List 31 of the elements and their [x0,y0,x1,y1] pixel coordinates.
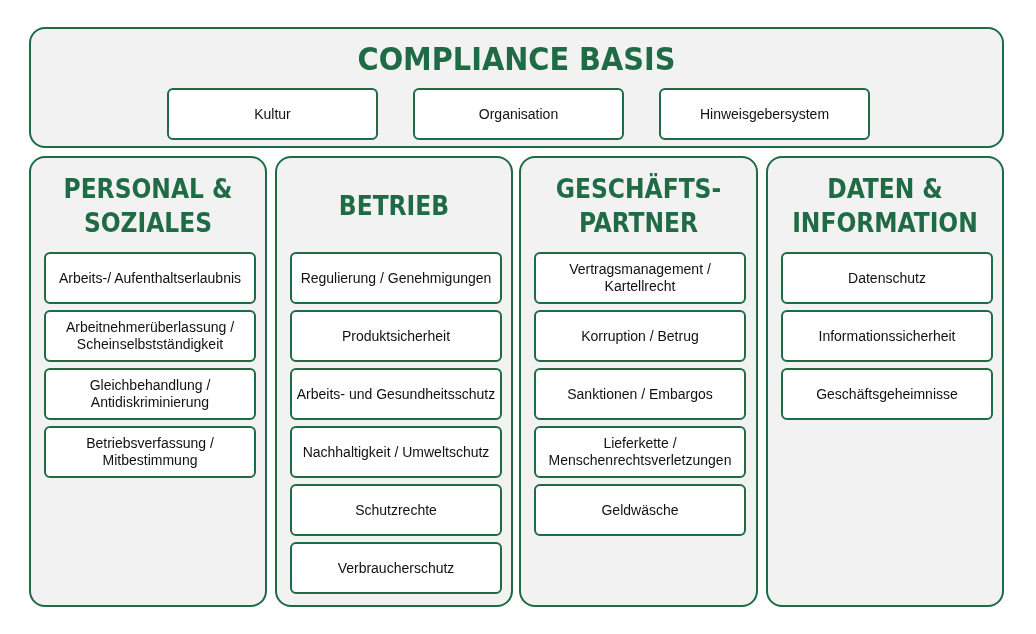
topic-box: Sanktionen / Embargos [534,368,746,420]
topic-box: Vertragsmanagement / Kartellrecht [534,252,746,304]
group-panel [275,156,513,607]
topic-box: Hinweisgebersystem [659,88,870,140]
topic-box: Schutzrechte [290,484,502,536]
group-panel [519,156,758,607]
topic-box: Arbeits- und Gesundheitsschutz [290,368,502,420]
topic-box: Lieferkette / Menschenrechtsverletzungen [534,426,746,478]
topic-box: Nachhaltigkeit / Umweltschutz [290,426,502,478]
topic-box: Datenschutz [781,252,993,304]
topic-box: Kultur [167,88,378,140]
topic-box: Gleichbehandlung / Antidiskriminierung [44,368,256,420]
group-heading: DATEN & INFORMATION [791,173,979,240]
topic-box: Korruption / Betrug [534,310,746,362]
topic-box: Geschäftsgeheimnisse [781,368,993,420]
topic-box: Arbeits-/ Aufenthaltserlaubnis [44,252,256,304]
topic-box: Organisation [413,88,624,140]
topic-box: Produktsicherheit [290,310,502,362]
topic-box: Verbraucherschutz [290,542,502,594]
group-panel [29,156,267,607]
group-heading: PERSONAL & SOZIALES [62,173,234,240]
group-heading: BETRIEB [337,190,451,223]
group-heading: GESCHÄFTS- PARTNER [554,172,723,240]
topic-box: Betriebsverfassung / Mitbestimmung [44,426,256,478]
group-panel [29,27,1004,148]
group-panel [766,156,1004,607]
topic-box: Geldwäsche [534,484,746,536]
topic-box: Arbeitnehmerüberlassung / Scheinselbstständigkeit [44,310,256,362]
topic-box: Informationssicherheit [781,310,993,362]
group-heading: COMPLIANCE BASIS [356,39,677,80]
topic-box: Regulierung / Genehmigungen [290,252,502,304]
